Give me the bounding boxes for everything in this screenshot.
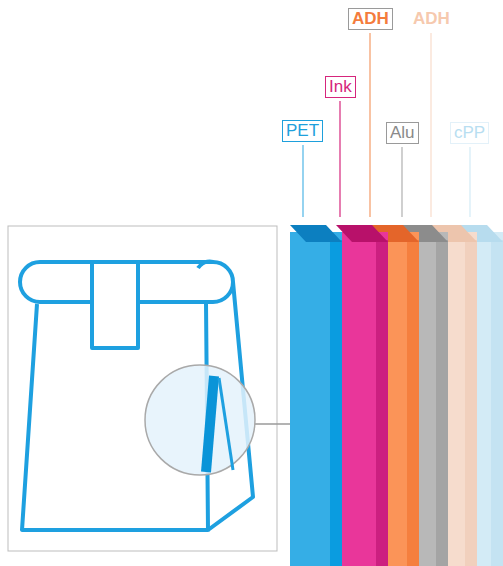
layer-face [336,232,388,566]
label-text: ADH [413,9,450,28]
film-layer [336,225,388,566]
layer-label: cPP [450,122,489,144]
layer-side [330,240,342,566]
leader-line [401,147,402,217]
label-text: ADH [352,9,389,28]
layer-stack [290,225,503,566]
film-layer [290,225,342,566]
label-text: Alu [390,123,415,142]
leader-line [469,147,470,217]
layer-label: Alu [386,122,419,144]
layer-side [465,240,477,566]
magnified-wall [206,376,214,472]
leader-lines [303,33,470,217]
layer-face [290,232,342,566]
leader-line [302,145,303,217]
leader-line [369,33,370,217]
layer-label: PET [282,120,323,142]
layer-top [336,225,388,242]
label-text: PET [286,121,319,140]
label-text: cPP [454,123,485,142]
layer-label: ADH [348,8,393,30]
layer-side [376,240,388,566]
illustration-frame [8,226,277,551]
bag-strap [92,262,138,348]
leader-line [339,101,340,217]
label-text: Ink [329,77,352,96]
layer-label: ADH [409,8,454,30]
layer-side [491,240,503,566]
layer-side [436,240,448,566]
magnified-gusset [219,378,233,470]
magnifier-leader [255,423,290,425]
layer-top [290,225,342,242]
bag-roll-curl [198,262,213,268]
layer-label: Ink [325,76,356,98]
leader-line [430,33,431,217]
magnifier-circle [145,365,255,475]
layer-side [407,240,419,566]
